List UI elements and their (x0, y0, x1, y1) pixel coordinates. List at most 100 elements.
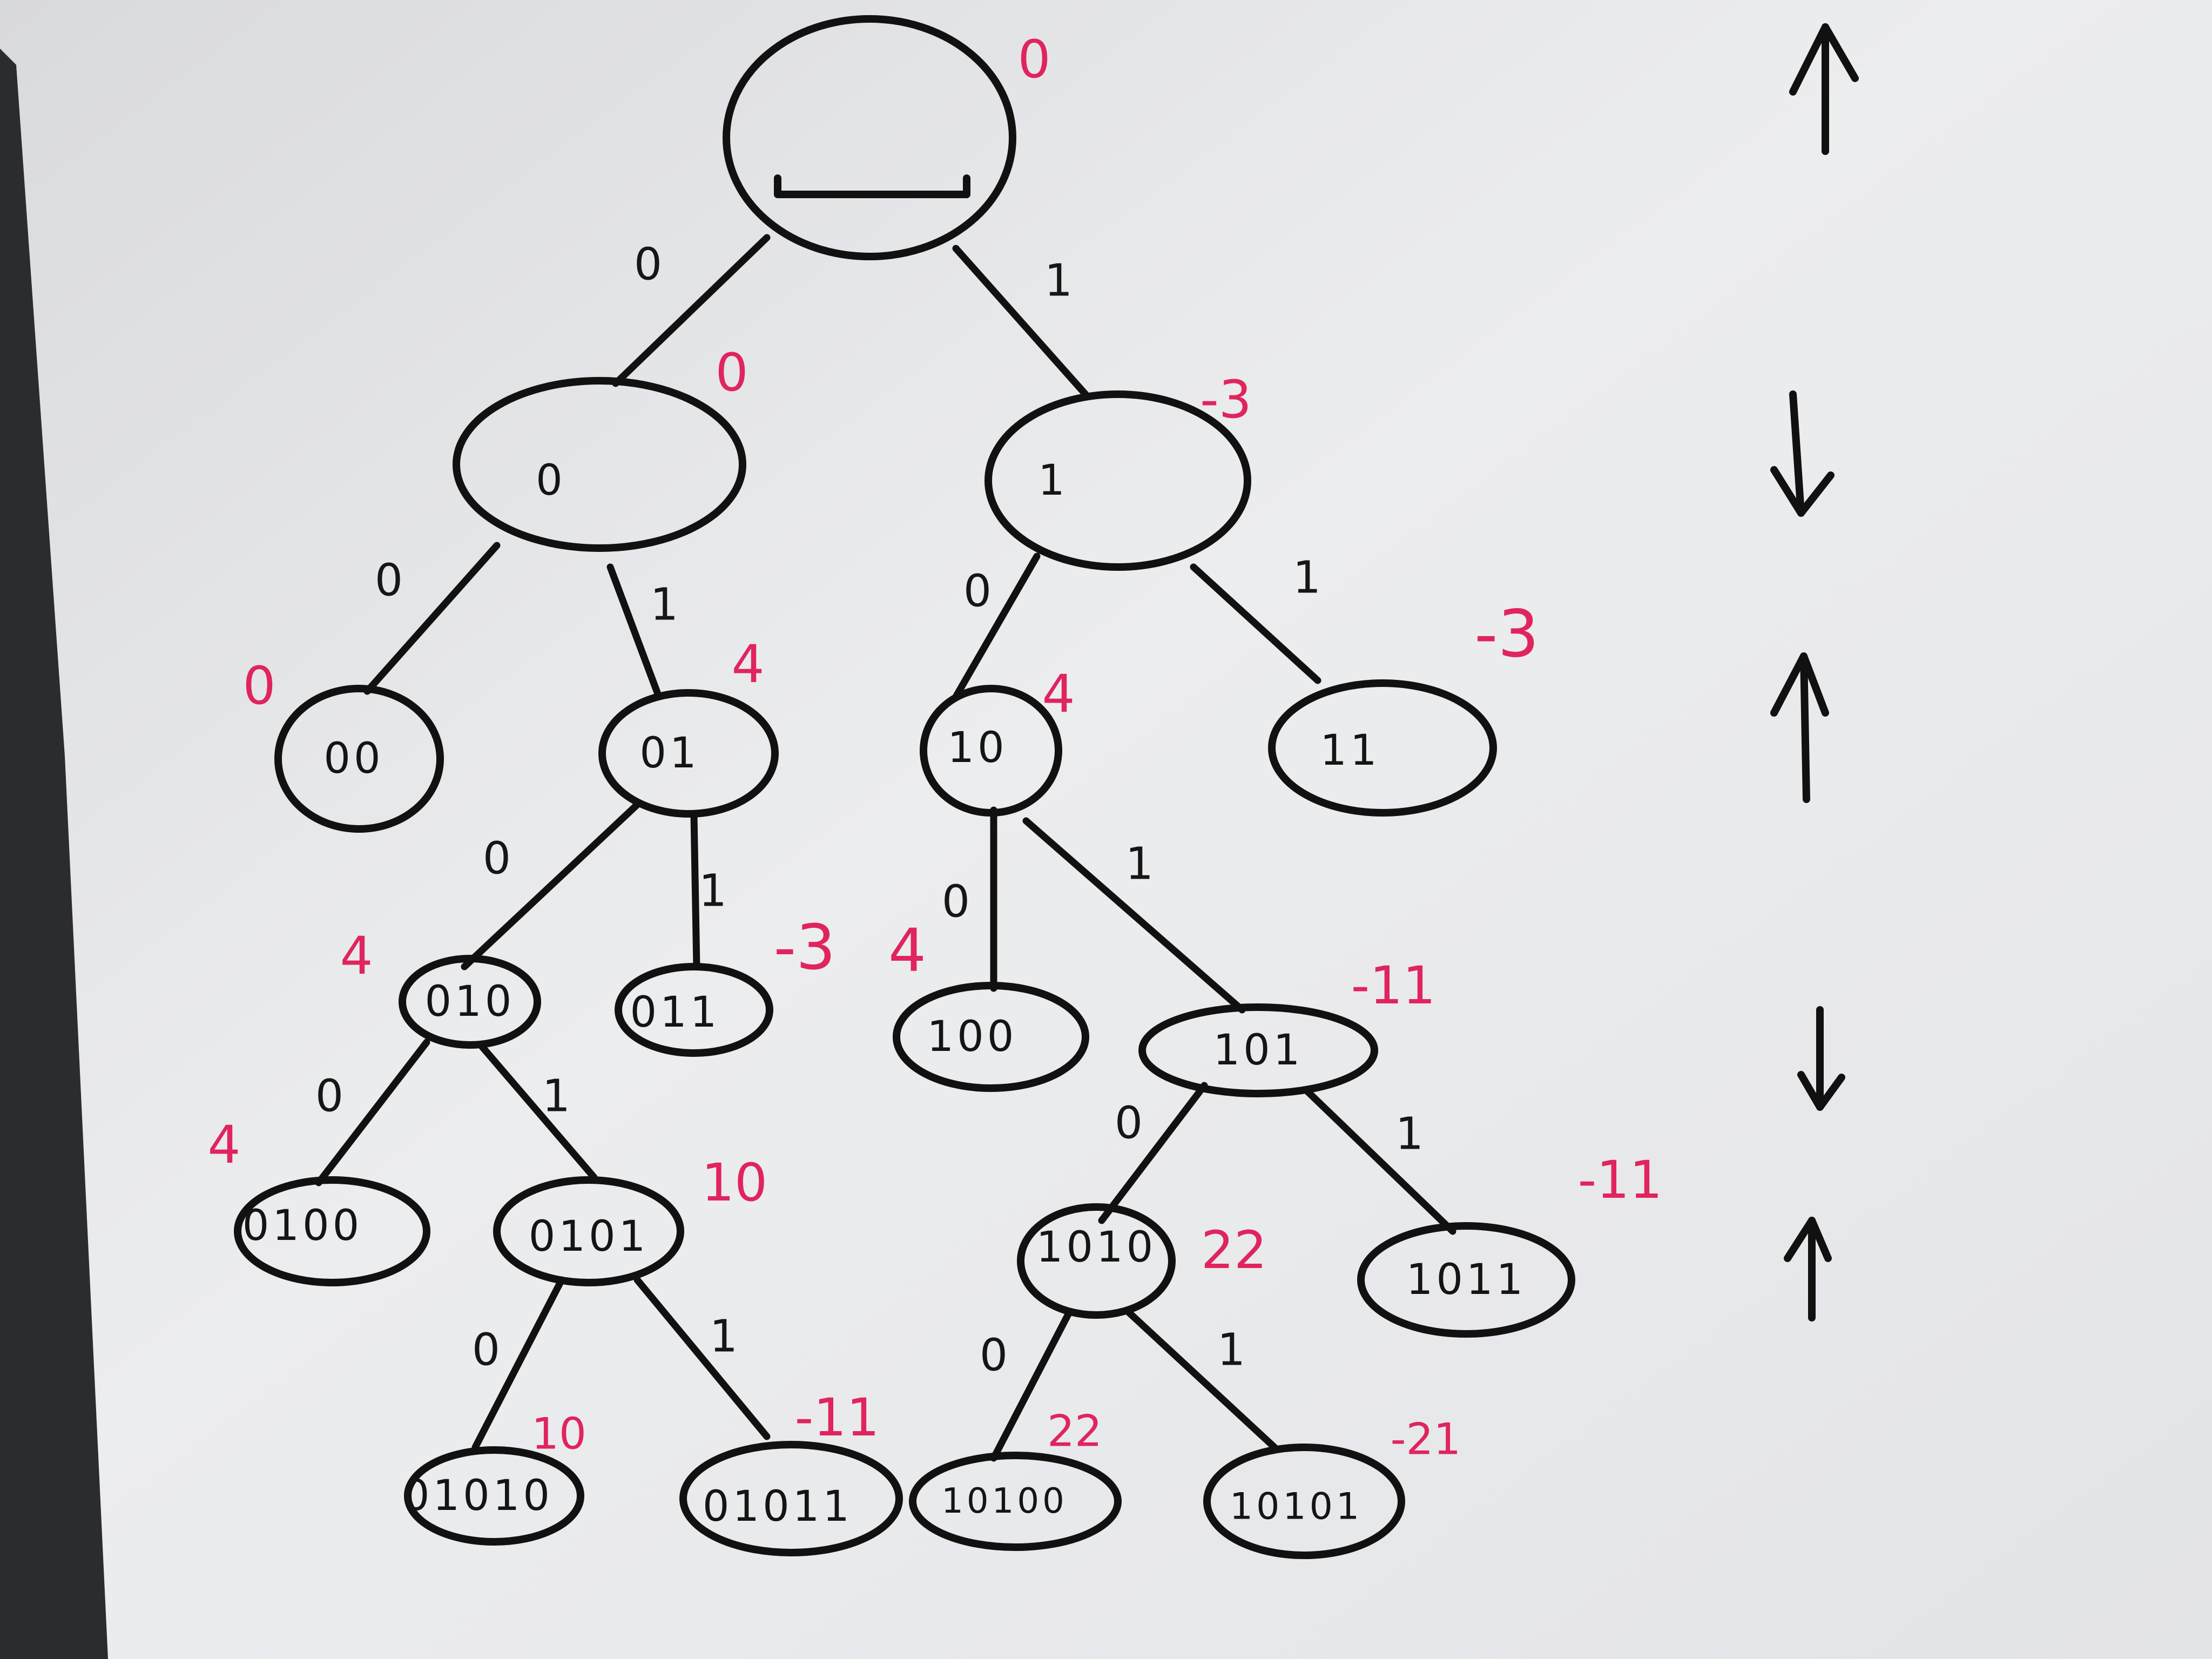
node-n00-label: 00 (323, 734, 383, 783)
edge-label-n1-n10: 0 (963, 566, 992, 617)
edge-label-n0-n00: 0 (375, 555, 403, 606)
node-n0: 0 (453, 377, 746, 552)
score-n10100: 22 (1047, 1406, 1102, 1456)
score-n1011: -11 (1578, 1150, 1663, 1210)
edge-label-n10-n101: 1 (1125, 839, 1154, 890)
node-n10-shape (920, 685, 1062, 817)
score-n01: 4 (731, 634, 764, 694)
score-n01011: -11 (795, 1387, 880, 1448)
edge-n010-n0101 (477, 1041, 598, 1181)
edge-label-n010-n0100: 0 (315, 1071, 343, 1122)
node-n10101: 10101 (1203, 1444, 1405, 1559)
edge-label-n0101-n01011: 1 (710, 1311, 738, 1363)
edge-label-n010-n0101: 1 (542, 1071, 570, 1122)
node-scores: 0 0 -3 0 4 4 -3 4 -3 4 -11 4 10 22 -11 1… (207, 29, 1662, 1465)
node-n11-label: 11 (1320, 726, 1380, 775)
node-n0100-shape (234, 1176, 430, 1286)
node-n011: 011 (615, 963, 773, 1057)
edge-label-n1-n11: 1 (1293, 552, 1321, 604)
edge-n0-n01 (606, 563, 663, 700)
node-n01011-label: 01011 (703, 1482, 853, 1531)
node-n11-shape (1268, 679, 1497, 817)
node-n0-shape (453, 377, 746, 552)
node-n100: 100 (893, 982, 1089, 1092)
node-n101: 101 (1138, 1003, 1378, 1097)
score-n0: 0 (715, 342, 748, 403)
node-n0101-shape (493, 1176, 684, 1286)
node-n01011: 01011 (679, 1441, 903, 1556)
score-n00: 0 (242, 656, 275, 716)
node-n01011-shape (679, 1441, 903, 1556)
node-n1011-label: 1011 (1406, 1256, 1527, 1304)
edge-label-n0-n01: 1 (650, 579, 678, 631)
score-n1: -3 (1200, 369, 1252, 430)
edge-label-n1010-n10101: 1 (1217, 1325, 1245, 1376)
edge-label-n0101-n01010: 0 (472, 1325, 500, 1376)
node-n10100-label: 10100 (941, 1481, 1068, 1521)
node-n101-shape (1138, 1003, 1378, 1097)
node-n00-shape (274, 685, 444, 833)
edge-root-n0 (612, 234, 771, 387)
score-root: 0 (1017, 29, 1050, 90)
edge-n01-n010 (461, 801, 641, 970)
node-n010: 010 (399, 955, 541, 1049)
node-n1010-label: 1010 (1036, 1223, 1157, 1272)
edge-n0-n00 (363, 542, 501, 695)
node-n11: 11 (1268, 679, 1497, 817)
node-n01-shape (598, 689, 779, 818)
node-n0100-label: 0100 (242, 1202, 363, 1250)
node-n01010-label: 01010 (403, 1472, 553, 1520)
node-n010-label: 010 (425, 977, 515, 1026)
edge-label-n01-n010: 0 (483, 833, 511, 885)
node-n10: 10 (920, 685, 1062, 817)
edge-label-n10-n100: 0 (942, 876, 970, 928)
arrow-down-icon (1797, 1006, 1845, 1111)
node-n1-shape (984, 390, 1251, 571)
arrow-up-icon (1770, 652, 1829, 803)
score-n1010: 22 (1201, 1220, 1267, 1280)
score-n01010: 10 (531, 1409, 586, 1459)
node-n01: 01 (598, 689, 779, 818)
edge-labels: 0 1 0 1 0 1 0 1 0 1 0 1 0 1 0 1 0 1 (315, 239, 1424, 1381)
edge-n0101-n01011 (633, 1276, 771, 1440)
edge-n101-n1010 (1098, 1082, 1208, 1224)
score-n11: -3 (1474, 597, 1539, 672)
node-n0101: 0101 (493, 1176, 684, 1286)
score-n101: -11 (1351, 955, 1436, 1016)
node-root (723, 15, 1016, 260)
node-n01010-shape (404, 1446, 584, 1546)
empty-string-mark (774, 174, 970, 198)
node-n010-shape (399, 955, 541, 1049)
score-n10: 4 (1042, 664, 1075, 724)
score-n010: 4 (340, 926, 373, 986)
edge-label-root-n1: 1 (1044, 255, 1073, 307)
tree-nodes: 0 1 00 01 10 11 010 011 (234, 15, 1575, 1559)
node-n011-label: 011 (630, 988, 720, 1037)
node-n0100: 0100 (234, 1176, 430, 1286)
node-n0101-label: 0101 (529, 1212, 649, 1261)
node-n100-label: 100 (927, 1013, 1017, 1061)
node-n10101-label: 10101 (1230, 1486, 1363, 1528)
score-n011: -3 (774, 912, 836, 984)
edge-n101-n1011 (1303, 1087, 1456, 1235)
edge-root-n1 (952, 245, 1089, 398)
edge-n010-n0100 (315, 1038, 430, 1186)
node-n01-label: 01 (639, 729, 699, 778)
level-arrows (1770, 23, 1859, 1321)
node-n1011: 1011 (1357, 1222, 1575, 1338)
node-n1010: 1010 (1017, 1203, 1176, 1319)
node-n100-shape (893, 982, 1089, 1092)
edge-label-root-n0: 0 (634, 239, 662, 291)
edge-label-n101-n1010: 0 (1115, 1098, 1143, 1149)
score-n0100: 4 (207, 1115, 240, 1175)
arrow-up-icon (1789, 23, 1859, 155)
node-n10100-shape (909, 1452, 1122, 1551)
edge-n10-n101 (1022, 817, 1246, 1014)
node-n10-label: 10 (947, 724, 1007, 772)
score-n0101: 10 (702, 1152, 767, 1213)
node-n01010: 01010 (403, 1446, 584, 1546)
edge-n1-n11 (1190, 563, 1321, 684)
score-n10101: -21 (1391, 1414, 1461, 1465)
